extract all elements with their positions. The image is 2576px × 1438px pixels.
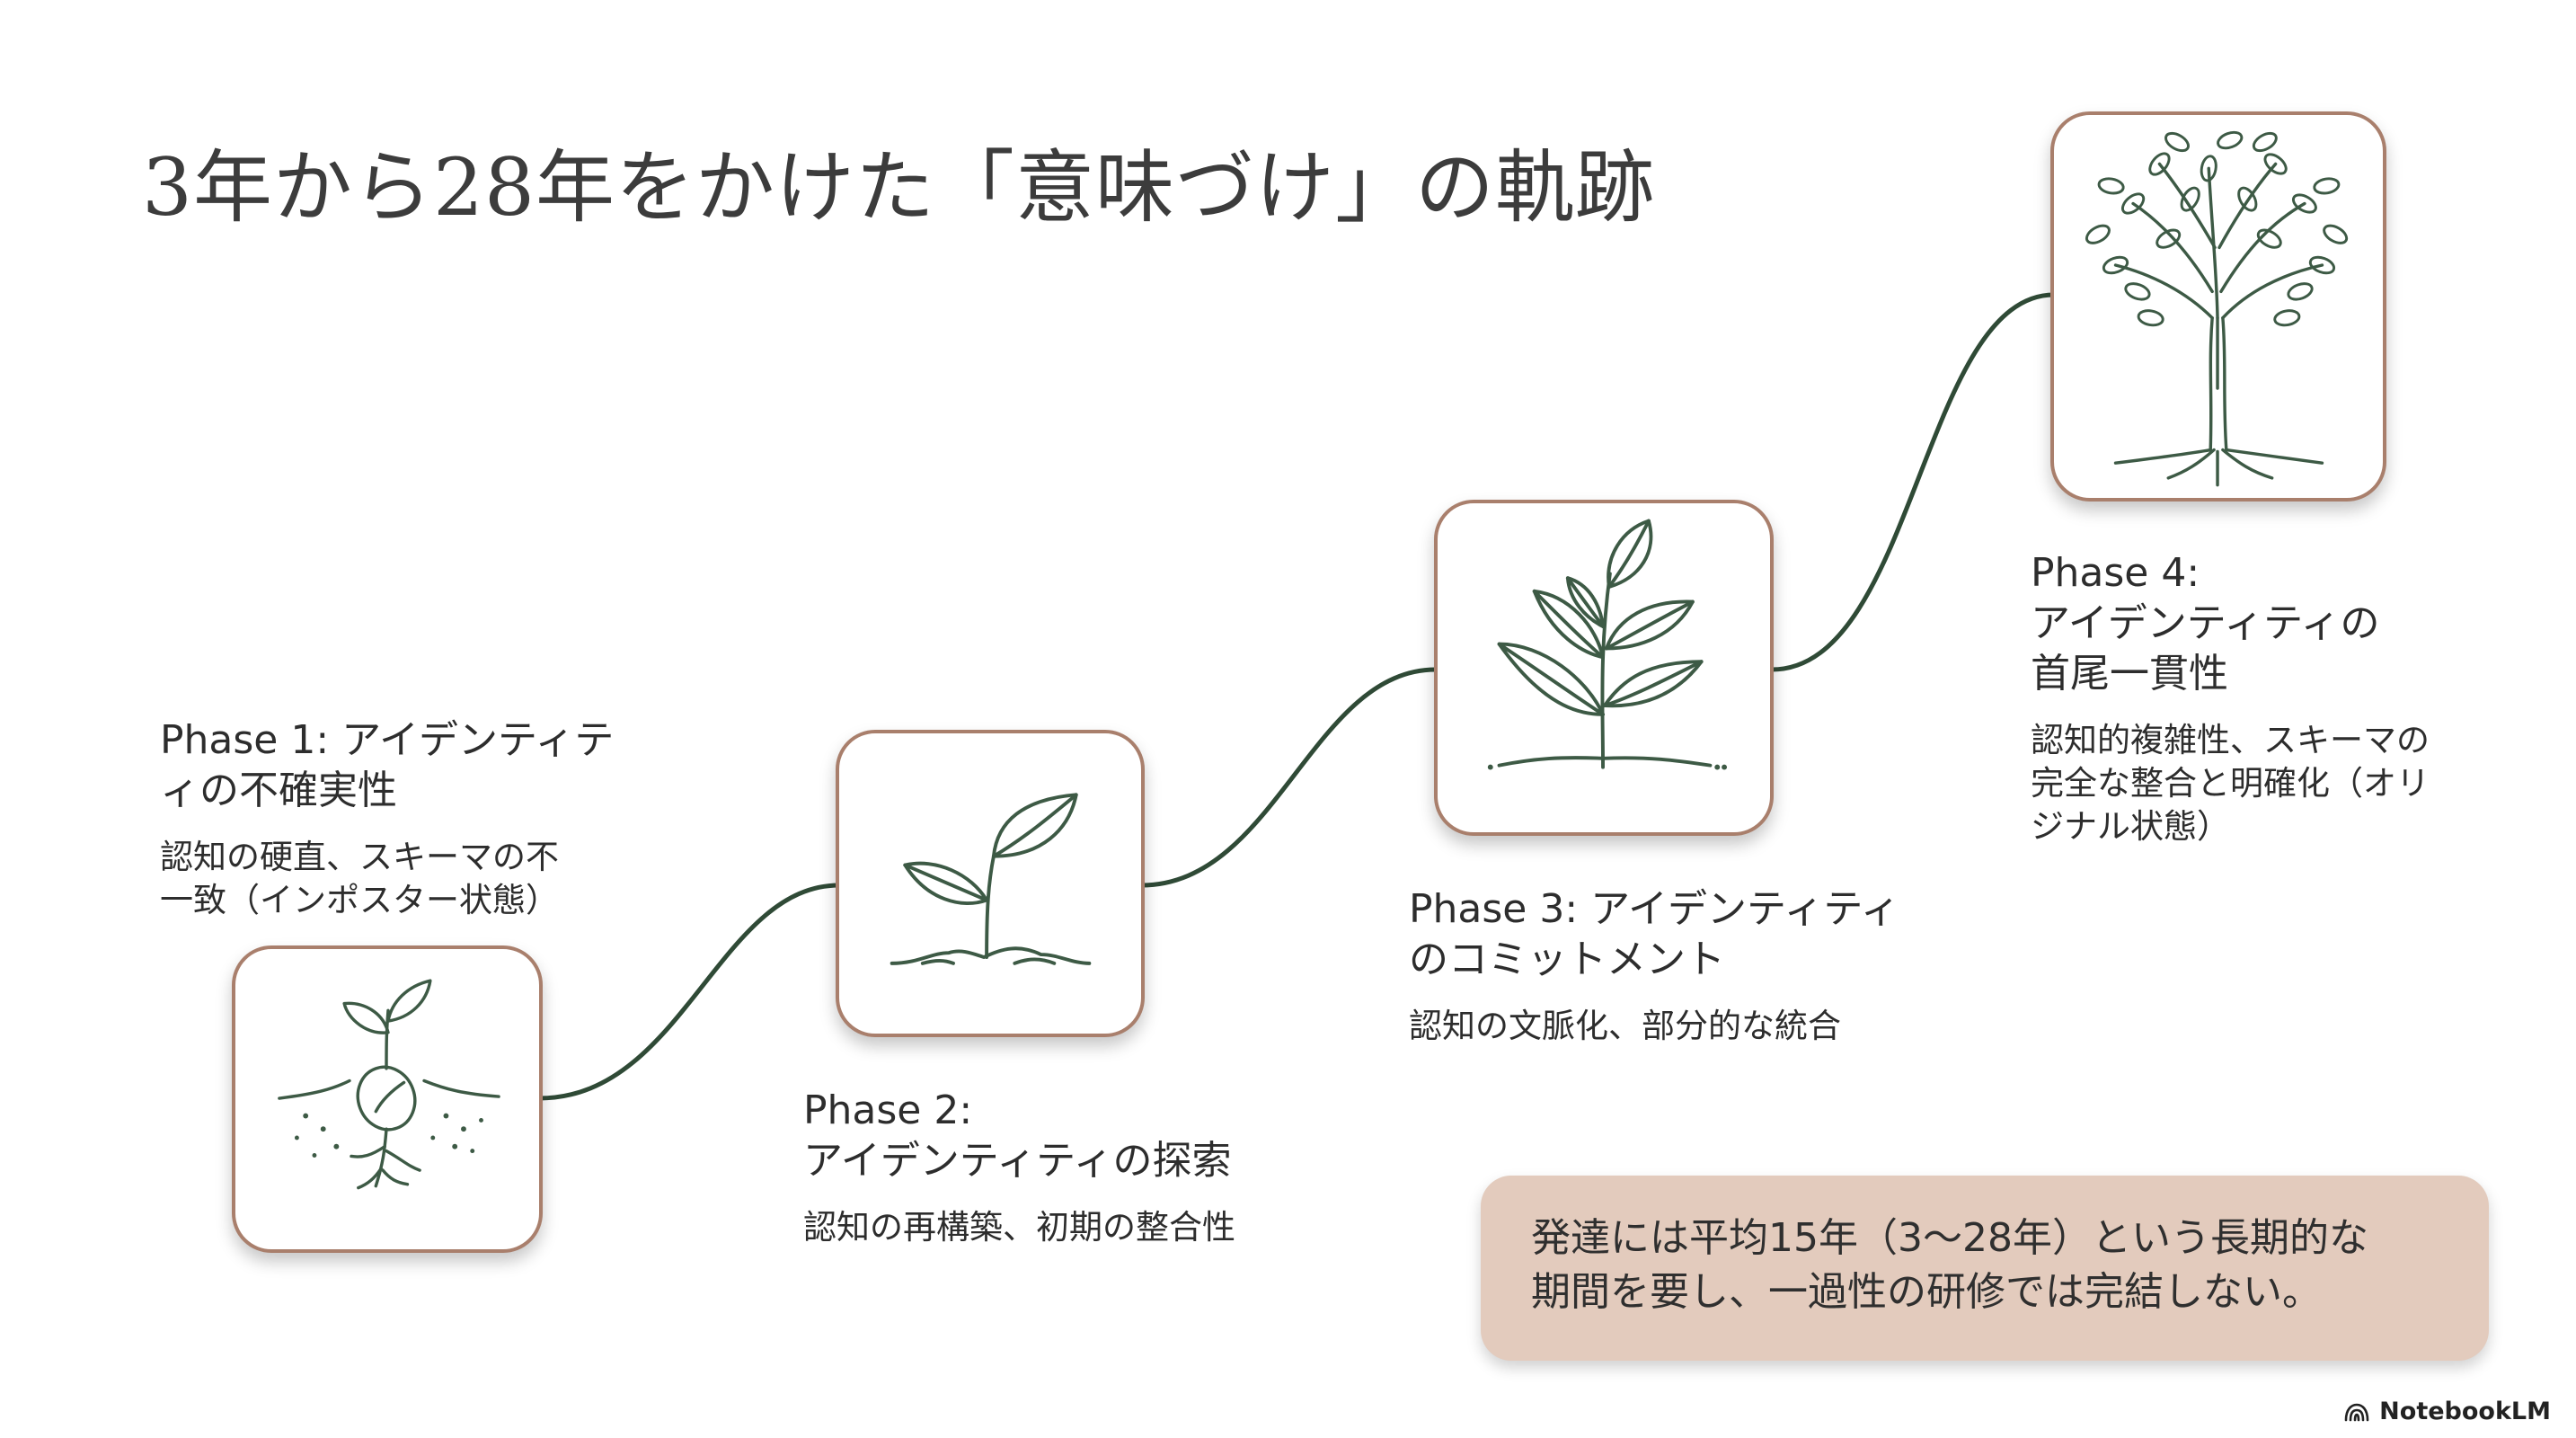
phase-2-description: 認知の再構築、初期の整合性	[803, 1208, 1235, 1247]
brand-label: NotebookLM	[2379, 1398, 2551, 1425]
seedling-icon	[890, 793, 1092, 965]
phase-2-text: Phase 2: アイデンティティの探索 認知の再構築、初期の整合性	[803, 1086, 1360, 1249]
phase-1-card	[232, 945, 543, 1253]
phase-4-heading: Phase 4: アイデンティティの 首尾一貫性	[2031, 550, 2380, 697]
phase-1-text: Phase 1: アイデンティテ ィの不確実性 認知の硬直、スキーマの不 一致（…	[160, 715, 663, 922]
tree-icon	[2085, 130, 2349, 487]
phase-2-card	[836, 730, 1145, 1037]
phase-1-heading: Phase 1: アイデンティテ ィの不確実性	[160, 717, 615, 813]
notebooklm-brand: NotebookLM	[2343, 1398, 2551, 1425]
phase-3-text: Phase 3: アイデンティティ のコミットメント 認知の文脈化、部分的な統合	[1409, 884, 2002, 1048]
phase-2-heading: Phase 2: アイデンティティの探索	[803, 1087, 1232, 1184]
young-plant-icon	[1487, 519, 1728, 770]
phase-4-card	[2050, 111, 2386, 502]
phase-4-description: 認知的複雑性、スキーマの 完全な整合と明確化（オリ ジナル状態）	[2031, 721, 2430, 846]
phase-3-heading: Phase 3: アイデンティティ のコミットメント	[1409, 886, 1900, 982]
phase-1-description: 認知の硬直、スキーマの不 一致（インポスター状態）	[160, 838, 559, 919]
page-title: 3年から28年をかけた「意味づけ」の軌跡	[142, 141, 1655, 234]
phase-3-card	[1434, 500, 1774, 836]
notebooklm-logo-icon	[2344, 1403, 2369, 1421]
seed-sprouting-icon	[278, 979, 500, 1190]
phase-3-description: 認知の文脈化、部分的な統合	[1409, 1007, 1841, 1045]
summary-note: 発達には平均15年（3〜28年）という長期的な 期間を要し、一過性の研修では完結…	[1481, 1176, 2489, 1361]
phase-4-text: Phase 4: アイデンティティの 首尾一貫性 認知的複雑性、スキーマの 完全…	[2031, 548, 2534, 848]
